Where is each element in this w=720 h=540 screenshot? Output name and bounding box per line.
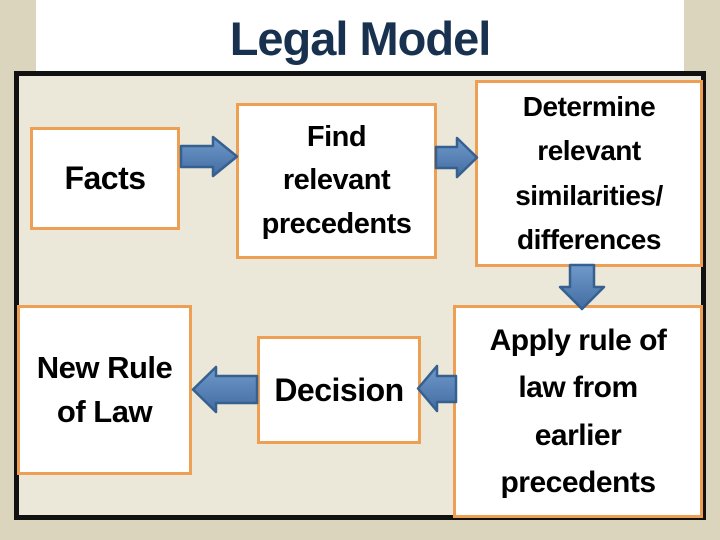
- node-decision: Decision: [257, 336, 421, 444]
- page-title: Legal Model: [229, 12, 492, 65]
- title-band: Legal Model: [36, 0, 684, 71]
- node-determine-similarities: Determine relevant similarities/ differe…: [475, 80, 703, 267]
- node-find-precedents: Find relevant precedents: [236, 103, 437, 259]
- node-facts: Facts: [30, 127, 180, 230]
- node-apply-rule: Apply rule of law from earlier precedent…: [453, 305, 703, 518]
- node-new-rule-of-law: New Rule of Law: [17, 305, 192, 475]
